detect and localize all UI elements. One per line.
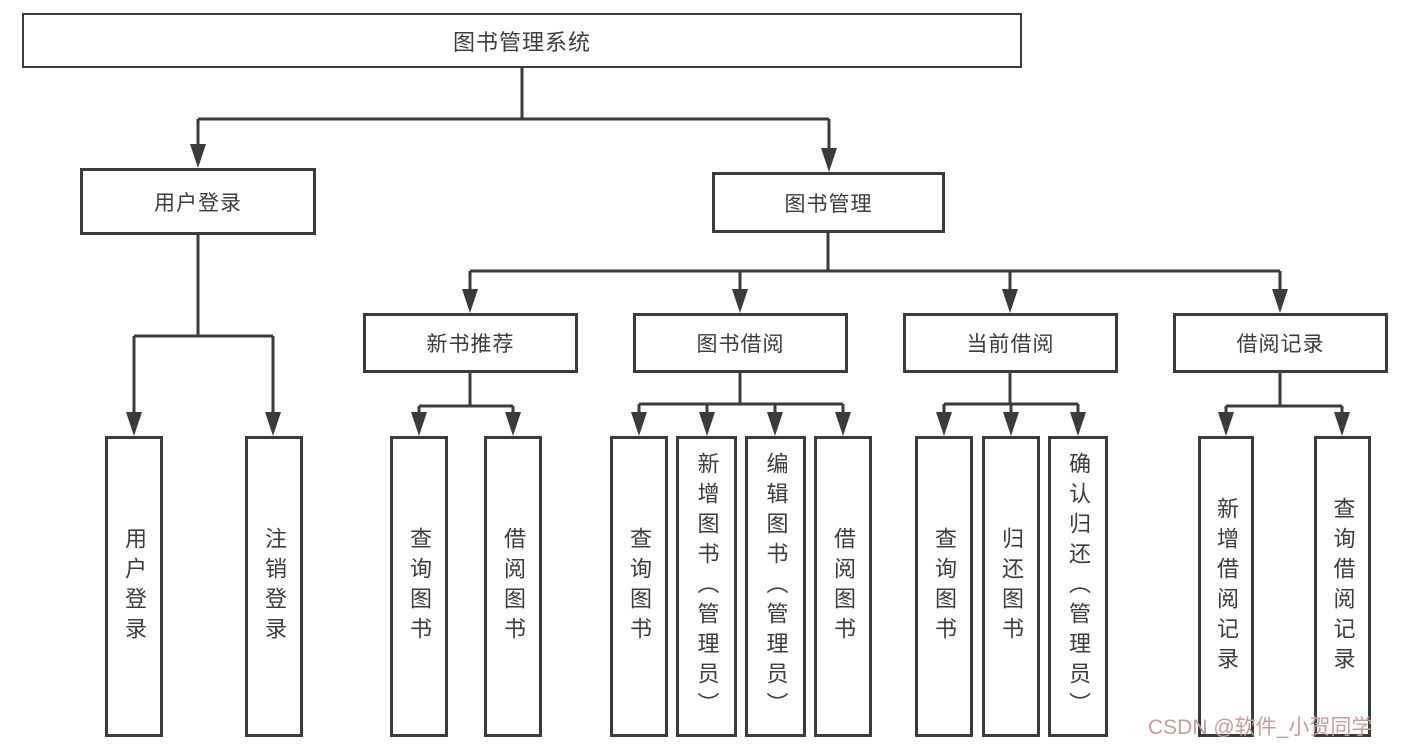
node-book-borrow: 图书借阅 xyxy=(633,313,848,373)
node-book-management: 图书管理 xyxy=(712,172,945,233)
leaf-logout: 注销登录 xyxy=(245,436,303,737)
leaf-edit-books-admin: 编辑图书（管理员） xyxy=(745,436,806,737)
leaf-confirm-return-admin: 确认归还（管理员） xyxy=(1048,436,1108,737)
leaf-borrow-books-recommend: 借阅图书 xyxy=(484,436,542,737)
leaf-borrow-books-recommend-label: 借阅图书 xyxy=(501,526,526,647)
leaf-logout-label: 注销登录 xyxy=(262,526,287,647)
node-borrow-records: 借阅记录 xyxy=(1173,313,1388,373)
node-current-borrow: 当前借阅 xyxy=(903,313,1118,373)
leaf-add-books-admin: 新增图书（管理员） xyxy=(676,436,737,737)
leaf-edit-books-admin-label: 编辑图书（管理员） xyxy=(763,451,789,722)
watermark-text: CSDN @软件_小贺同学 xyxy=(1148,716,1373,739)
node-user-login: 用户登录 xyxy=(80,168,316,235)
leaf-confirm-return-admin-label: 确认归还（管理员） xyxy=(1066,451,1091,722)
node-root-label: 图书管理系统 xyxy=(452,29,591,55)
node-book-management-label: 图书管理 xyxy=(784,192,873,216)
leaf-query-borrow-record: 查询借阅记录 xyxy=(1314,436,1371,737)
leaf-return-books: 归还图书 xyxy=(982,436,1040,737)
leaf-add-borrow-record-label: 新增借阅记录 xyxy=(1214,496,1239,677)
leaf-query-books-recommend: 查询图书 xyxy=(390,436,448,737)
node-borrow-records-label: 借阅记录 xyxy=(1236,333,1325,356)
leaf-query-books-borrow: 查询图书 xyxy=(610,436,668,737)
node-new-book-recommend-label: 新书推荐 xyxy=(426,333,515,356)
leaf-query-books-current: 查询图书 xyxy=(915,436,973,737)
node-current-borrow-label: 当前借阅 xyxy=(966,333,1055,356)
node-user-login-label: 用户登录 xyxy=(154,191,242,215)
leaf-user-login: 用户登录 xyxy=(105,436,163,737)
leaf-add-borrow-record: 新增借阅记录 xyxy=(1198,436,1254,737)
leaf-query-borrow-record-label: 查询借阅记录 xyxy=(1330,496,1356,677)
node-root-system: 图书管理系统 xyxy=(22,13,1022,68)
leaf-borrow-books: 借阅图书 xyxy=(814,436,872,737)
leaf-return-books-label: 归还图书 xyxy=(999,526,1024,647)
leaf-query-books-current-label: 查询图书 xyxy=(932,526,957,647)
node-new-book-recommend: 新书推荐 xyxy=(363,313,578,373)
leaf-user-login-label: 用户登录 xyxy=(122,526,147,647)
leaf-query-books-recommend-label: 查询图书 xyxy=(407,526,432,647)
leaf-borrow-books-label: 借阅图书 xyxy=(831,526,856,647)
leaf-add-books-admin-label: 新增图书（管理员） xyxy=(694,451,720,722)
node-book-borrow-label: 图书借阅 xyxy=(696,333,785,356)
leaf-query-books-borrow-label: 查询图书 xyxy=(627,526,652,647)
